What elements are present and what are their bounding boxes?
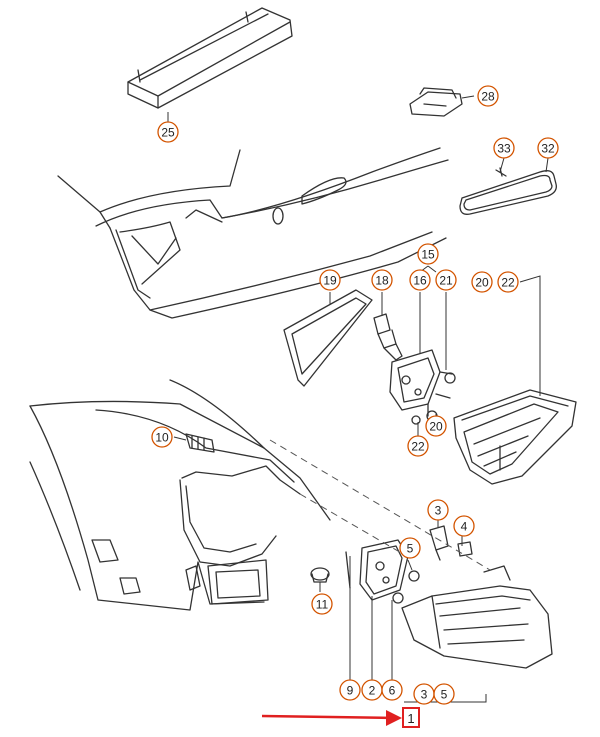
callout-2: 2 [361,679,383,701]
clip-10 [185,433,215,453]
grommet-11 [310,567,330,583]
callout-10: 10 [151,426,173,448]
callout-number: 15 [421,248,435,262]
highlight-arrow [261,710,402,726]
bulb-holder-18 [373,313,403,361]
callout-circle [477,85,499,107]
callout-circle [453,515,475,537]
outer-carrier [345,539,409,601]
callout-number: 2 [369,684,376,698]
callout-number: 5 [407,542,414,556]
callout-22: 22 [407,435,429,457]
callout-4: 4 [453,515,475,537]
callout-number: 22 [411,440,425,454]
plate-light [409,87,463,117]
callout-circle [427,499,449,521]
callout-circle [471,271,493,293]
callout-number: 28 [481,90,495,104]
callout-number: 22 [501,276,515,290]
body-panel [29,379,331,611]
callout-5: 5 [433,683,455,705]
callout-20: 20 [425,415,447,437]
callout-circle [319,269,341,291]
callout-number: 33 [497,142,511,156]
bulb-4 [457,541,473,557]
callout-number: 5 [441,688,448,702]
callout-circle [537,137,559,159]
callout-circle [425,415,447,437]
callout-number: 20 [475,276,489,290]
callout-number: 21 [439,274,453,288]
inner-tail-lamp [453,389,577,485]
callout-19: 19 [319,269,341,291]
callout-number: 9 [347,684,354,698]
dashed-lines [269,439,491,571]
callout-number: 18 [375,274,389,288]
callout-9: 9 [339,679,361,701]
callout-circle [399,537,421,559]
outer-tail-lamp [401,565,553,669]
part-1-label: 1 [402,707,420,728]
callout-3: 3 [413,683,435,705]
callout-number: 4 [461,520,468,534]
callout-20: 20 [471,271,493,293]
callout-5: 5 [399,537,421,559]
callout-circle [381,679,403,701]
callout-circle [409,269,431,291]
reflector [459,167,557,215]
bulb-3 [429,525,449,561]
callout-15: 15 [417,243,439,265]
callout-3: 3 [427,499,449,521]
callout-number: 16 [413,274,427,288]
callout-18: 18 [371,269,393,291]
callout-circle [435,269,457,291]
callout-32: 32 [537,137,559,159]
leader-lines [167,95,549,703]
callout-number: 3 [435,504,442,518]
callout-number: 6 [389,684,396,698]
callout-circle [371,269,393,291]
callout-16: 16 [409,269,431,291]
callout-6: 6 [381,679,403,701]
part-1-number: 1 [407,711,414,726]
inner-carrier [389,349,453,417]
callout-22: 22 [497,271,519,293]
callout-33: 33 [493,137,515,159]
callout-circle [157,121,179,143]
callout-circle [417,243,439,265]
callout-number: 19 [323,274,337,288]
inner-seal [283,289,373,387]
callout-circle [151,426,173,448]
screws [392,372,456,604]
trunk-lid [57,147,449,319]
callout-number: 11 [316,598,329,612]
callout-number: 25 [161,126,175,140]
third-brake-light [127,7,293,109]
callout-number: 32 [541,142,555,156]
callout-circle [407,435,429,457]
callout-circle [493,137,515,159]
callout-11: 11 [311,593,333,615]
callout-circle [311,593,333,615]
callout-circle [433,683,455,705]
callout-circle [339,679,361,701]
callout-number: 20 [429,420,443,434]
callout-number: 3 [421,688,428,702]
callout-25: 25 [157,121,179,143]
callout-21: 21 [435,269,457,291]
callout-28: 28 [477,85,499,107]
callout-number: 10 [155,431,169,445]
callout-circle [497,271,519,293]
